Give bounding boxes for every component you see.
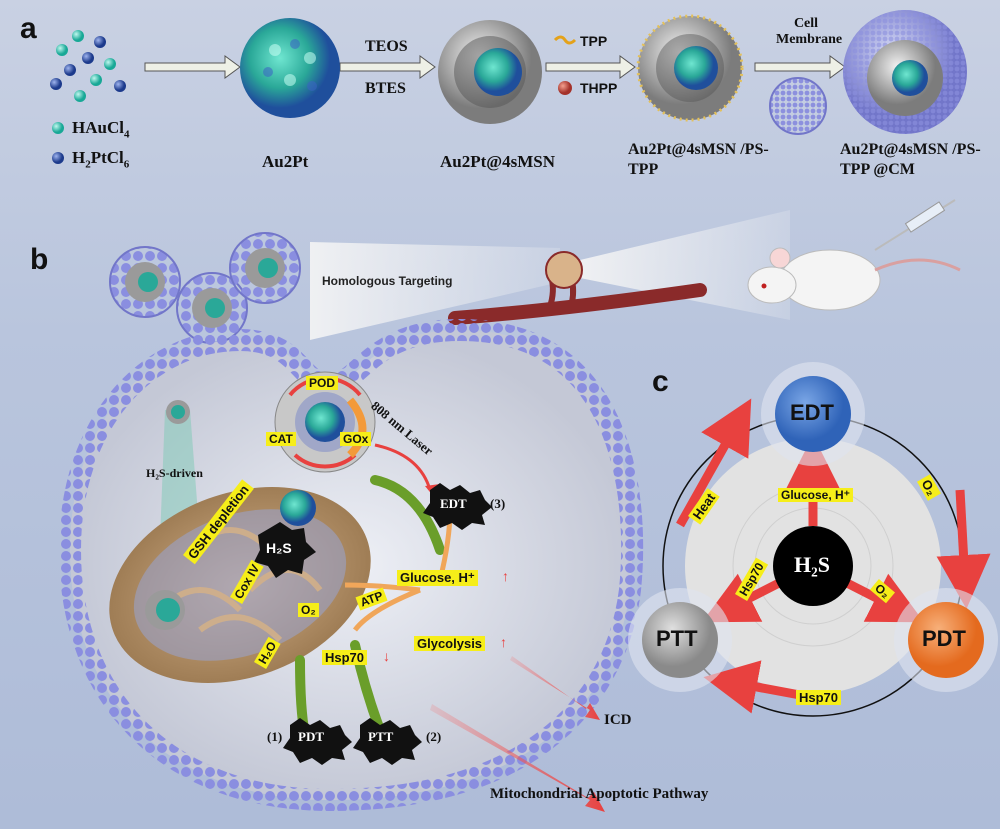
floating-nanoparticles [109,232,301,344]
ptt-label: PTT [368,729,394,744]
node-ptt [642,602,718,678]
product-msn: Au2Pt@4sMSN [440,152,555,171]
homologous-targeting-label: Homologous Targeting [322,274,453,288]
panel-a-graphic [50,10,967,164]
node-h2s [773,526,853,606]
mito-nanoparticle-1 [280,490,316,526]
inner-glucose-label: Glucose, H⁺ [778,488,854,502]
enzyme-cat: CAT [266,432,296,446]
panel-a-arrows [144,55,846,79]
enzyme-pod: POD [306,376,339,390]
tumor [545,251,583,289]
arrow-heat [676,398,752,528]
edt-label: EDT [440,496,467,511]
panel-c-graphic [628,362,998,717]
syringe-illustration [874,199,956,251]
arrow-hsp70-outer [703,660,801,714]
glucose-up-arrow: ↑ [502,568,509,584]
glycolysis-label: Glycolysis [414,636,486,651]
edt-number: (3) [490,496,506,511]
apoptosis-arrow [430,704,605,812]
apoptosis-label: Mitochondrial Apoptotic Pathway [490,786,709,802]
panel-c-letter: c [652,365,669,398]
node-edt-label: EDT [790,400,834,425]
legend-blue-dot [52,152,64,164]
step-teos: TEOS [365,38,408,55]
step-btes: BTES [365,80,406,97]
step-tpp: TPP [580,33,608,49]
panel-a-letter: a [20,12,37,45]
panel-b-graphic [58,199,961,812]
product-final: Au2Pt@4sMSN /PS-TPP @CM [840,141,981,178]
therapy-starbursts [283,483,492,765]
enzyme-gox: GOx [340,432,372,446]
targeting-beam-1 [310,242,560,340]
product-ps-tpp: Au2Pt@4sMSN /PS-TPP [628,141,769,178]
node-edt [775,376,851,452]
o2-mito-label: O₂ [298,603,319,617]
h2s-star [254,522,316,578]
pdt-number: (1) [267,729,283,744]
arrow-to-pdt [842,573,925,623]
icd-arrow [510,656,600,720]
step-thpp: THPP [580,80,618,96]
cell-membrane-vesicle [769,77,827,135]
legend-teal-dot [52,122,64,134]
glucose-label: Glucose, H⁺ [397,570,478,586]
thpp-icon [558,81,572,95]
legend-h2ptcl6: H2PtCl6 [72,148,130,171]
h2s-driven-label: H₂S-driven [146,466,203,480]
mouse-illustration [747,247,961,311]
au2pt-particle [240,18,340,118]
icd-label: ICD [604,712,632,728]
precursor-spheres [50,30,126,102]
node-pdt-label: PDT [922,626,966,651]
hsp70-label: Hsp70 [322,650,368,665]
product-au2pt: Au2Pt [262,152,309,171]
targeting-beam-2 [580,210,790,320]
laser-arrow [374,443,432,491]
node-pdt [908,602,984,678]
tpp-icon [553,35,577,45]
panel-b-letter: b [30,243,49,276]
arrow-to-ptt [701,573,784,623]
glycolysis-up-arrow: ↑ [500,634,507,650]
h2s-mito-label: H₂S [266,540,292,556]
hsp70-down-arrow: ↓ [383,648,390,664]
outer-hsp70-label: Hsp70 [796,690,842,705]
legend-haucl4: HAuCl4 [72,118,130,141]
node-ptt-label: PTT [656,626,698,651]
pdt-label: PDT [298,729,324,744]
node-h2s-label: H₂S [794,552,830,577]
ptt-number: (2) [426,729,442,744]
arrow-o2-outer [936,489,991,609]
